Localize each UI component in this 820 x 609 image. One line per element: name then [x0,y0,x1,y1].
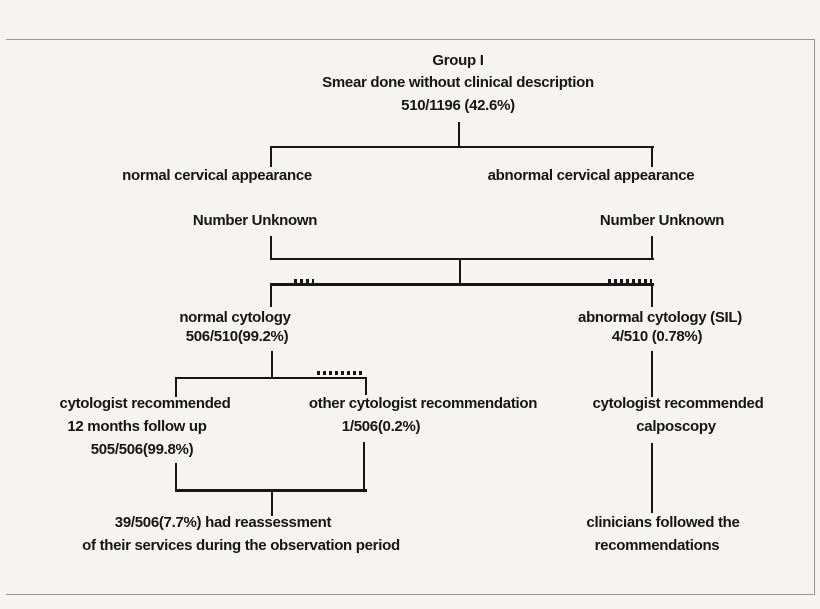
node-colposcopy-line2: calposcopy [636,418,716,435]
connector-followup-bottom [175,463,177,492]
connector-abnormal-cytology [651,283,653,307]
raster-artifact [317,371,364,375]
node-clinicians-line2: recommendations [594,537,720,554]
merge-bar-1 [271,258,654,260]
connector-left-unknown-drop [270,236,272,260]
connector-colposcopy-top [651,351,653,397]
connector-followup-top [175,377,177,397]
connector-clinicians-drop [651,443,653,513]
split-bar-3 [175,377,367,379]
raster-artifact [608,279,652,283]
connector-center-drop [459,258,461,286]
merge-bar-2 [175,489,367,492]
connector-other-bottom [363,442,365,492]
split-bar-2 [271,283,654,286]
node-followup-count: 505/506(99.8%) [90,441,194,458]
node-group-title: Group I [432,52,484,69]
node-followup-line2: 12 months follow up [67,418,207,435]
connector-right-unknown-drop [651,236,653,260]
node-colposcopy-line1: cytologist recommended [592,395,764,412]
connector-root-drop [458,122,460,148]
node-reassessment-line1: 39/506(7.7%) had reassessment [114,514,332,531]
figure-frame [6,39,815,595]
node-normal-unknown: Number Unknown [192,212,318,229]
connector-left-appearance [270,146,272,167]
split-bar-1 [271,146,654,148]
connector-other-top [365,377,367,395]
connector-right-appearance [651,146,653,167]
connector-reassessment-drop [271,491,273,516]
connector-normal-cytology [270,283,272,307]
node-other-recommendation-count: 1/506(0.2%) [341,418,421,435]
node-normal-appearance: normal cervical appearance [122,167,312,184]
node-normal-cytology-count: 506/510(99.2%) [185,328,289,345]
node-clinicians-line1: clinicians followed the [586,514,740,531]
node-abnormal-cytology: abnormal cytology (SIL) [578,309,742,326]
node-normal-cytology: normal cytology [179,309,291,326]
node-other-recommendation: other cytologist recommendation [308,395,538,412]
node-group-count: 510/1196 (42.6%) [401,97,515,114]
raster-artifact [294,279,314,283]
node-group-subtitle: Smear done without clinical description [322,74,594,91]
node-reassessment-line2: of their services during the observation… [82,537,400,554]
node-abnormal-cytology-count: 4/510 (0.78%) [611,328,703,345]
node-followup-line1: cytologist recommended [59,395,231,412]
node-abnormal-unknown: Number Unknown [599,212,725,229]
connector-normal-cytology-drop [271,351,273,379]
node-abnormal-appearance: abnormal cervical appearance [487,167,695,184]
